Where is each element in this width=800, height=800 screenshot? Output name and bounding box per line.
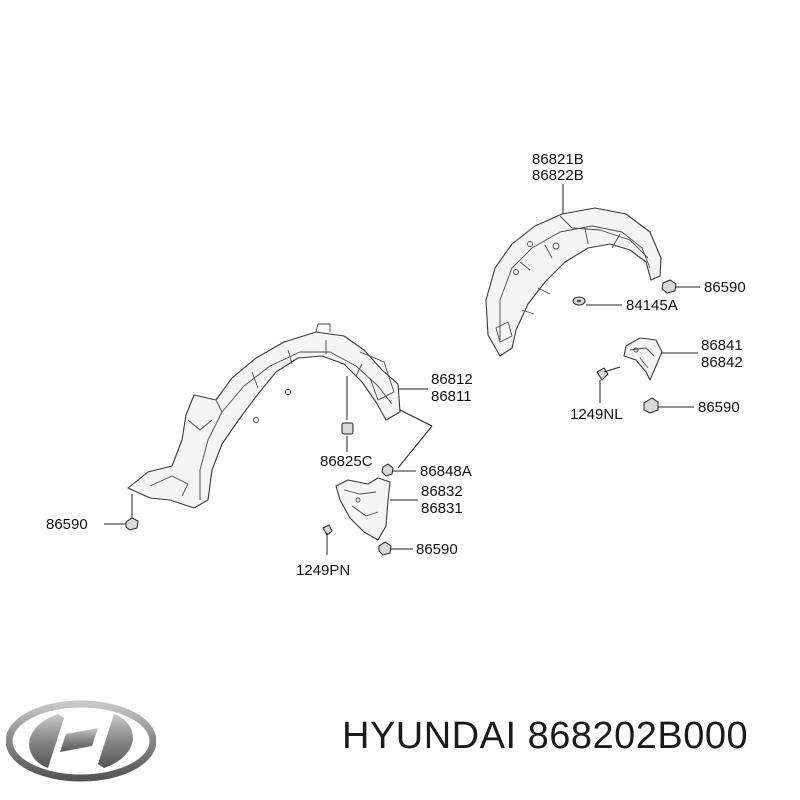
rear-clip-top xyxy=(661,279,677,294)
callout-86842: 86842 xyxy=(701,354,743,371)
callout-86832: 86832 xyxy=(421,483,463,500)
callout-86822B: 86822B xyxy=(532,167,584,184)
front-nut xyxy=(381,463,394,477)
front-cap xyxy=(341,422,354,435)
brand-name: HYUNDAI xyxy=(342,715,517,757)
callout-86590-front-bottom: 86590 xyxy=(416,541,458,558)
hyundai-logo xyxy=(6,700,156,782)
callout-86841: 86841 xyxy=(701,337,743,354)
part-number: 868202B000 xyxy=(527,715,749,757)
callout-86590-rear-top: 86590 xyxy=(704,279,746,296)
rear-wheel-guard xyxy=(485,207,662,357)
front-clip-left xyxy=(125,517,139,531)
callout-86590-rear-bottom: 86590 xyxy=(698,399,740,416)
front-screw xyxy=(322,524,333,555)
rear-mudflap xyxy=(623,337,663,381)
callout-84145A: 84145A xyxy=(626,297,678,314)
callout-86825C: 86825C xyxy=(320,453,373,470)
front-wheel-guard xyxy=(127,323,401,509)
front-clip-bottom xyxy=(378,541,392,556)
rear-clip-bottom xyxy=(643,397,659,414)
callout-86812: 86812 xyxy=(431,371,473,388)
front-mudflap xyxy=(335,477,391,541)
callout-86590-front-left: 86590 xyxy=(46,516,88,533)
part-caption: HYUNDAI 868202B000 xyxy=(342,713,748,759)
callout-86811: 86811 xyxy=(431,388,472,405)
callout-86831: 86831 xyxy=(421,500,463,517)
rear-screw xyxy=(596,366,621,381)
rear-washer xyxy=(572,296,586,306)
callout-1249PN: 1249PN xyxy=(296,562,350,579)
callout-1249NL: 1249NL xyxy=(570,406,623,423)
callout-86821B: 86821B xyxy=(532,151,584,168)
callout-86848A: 86848A xyxy=(420,463,472,480)
